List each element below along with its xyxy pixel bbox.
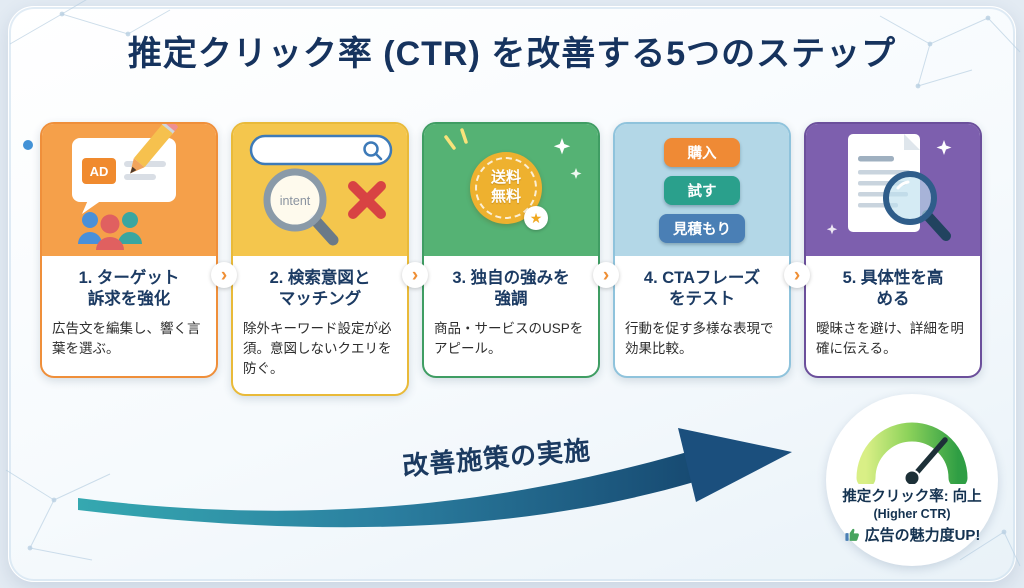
step-card-2: intent 2. 検索意図と マッチング 除外キーワード設定が必須。意図しない… <box>231 122 409 396</box>
sparkles-decoration <box>826 140 952 235</box>
audience-people-icon <box>78 212 142 250</box>
result-line-3: 広告の魅力度UP! <box>844 524 981 545</box>
star-glyph: ★ <box>529 209 543 226</box>
step-5-illustration <box>806 124 980 256</box>
result-line-2: (Higher CTR) <box>873 507 951 521</box>
step-card-4: 購入 試す 見積もり 4. CTAフレーズ をテスト 行動を促す多様な表現で効果… <box>613 122 791 378</box>
step-1-illustration: AD <box>42 124 216 256</box>
step-card-1: AD <box>40 122 218 378</box>
result-line-1: 推定クリック率: 向上 <box>842 489 982 505</box>
star-icon: ★ <box>524 206 548 230</box>
cta-quote-button: 見積もり <box>659 213 745 243</box>
step-3-heading: 3. 独自の強みを 強調 <box>452 269 570 309</box>
step-1-text: 1. ターゲット 訴求を強化 広告文を編集し、響く言葉を選ぶ。 <box>42 256 216 376</box>
step-4-illustration: 購入 試す 見積もり <box>615 124 789 256</box>
thumbs-up-icon <box>844 528 859 541</box>
step-2-heading: 2. 検索意図と マッチング <box>269 269 371 309</box>
step-4-text: 4. CTAフレーズ をテスト 行動を促す多様な表現で効果比較。 <box>615 256 789 376</box>
step-card-5: 5. 具体性を高 める 曖昧さを避け、詳細を明確に伝える。 <box>804 122 982 378</box>
improvement-arrow <box>78 428 792 528</box>
result-line-3-text: 広告の魅力度UP! <box>864 527 981 544</box>
steps-row: AD <box>40 122 984 396</box>
chevron-right-icon: › <box>211 262 237 288</box>
step-1-body: 広告文を編集し、響く言葉を選ぶ。 <box>52 320 201 357</box>
chevron-right-icon: › <box>402 262 428 288</box>
step-3-body: 商品・サービスのUSPをアピール。 <box>434 320 584 357</box>
step-4-heading: 4. CTAフレーズ をテスト <box>643 269 761 309</box>
step-5-heading: 5. 具体性を高 める <box>842 269 944 309</box>
magnifier-icon <box>883 171 951 241</box>
badge-label: 送料無料 <box>490 169 521 205</box>
step-2-body: 除外キーワード設定が必須。意図しないクエリを防ぐ。 <box>243 320 392 377</box>
chevron-right-icon: › <box>593 262 619 288</box>
chevron-right-icon: › <box>784 262 810 288</box>
step-1-heading: 1. ターゲット 訴求を強化 <box>78 269 180 309</box>
cta-button-stack: 購入 試す 見積もり <box>615 124 789 256</box>
step-card-3: 送料無料 ★ 3. 独自の強みを 強調 商品・サービスのUSPをアピ <box>422 122 600 378</box>
cta-buy-button: 購入 <box>664 137 740 167</box>
step-2-illustration: intent <box>233 124 407 256</box>
step-2-text: 2. 検索意図と マッチング 除外キーワード設定が必須。意図しないクエリを防ぐ。 <box>233 256 407 394</box>
pencil-icon <box>130 124 178 174</box>
search-bar-icon <box>249 134 393 166</box>
cta-try-button: 試す <box>664 175 740 205</box>
browser-window-icon: AD <box>72 138 176 214</box>
step-5-body: 曖昧さを避け、詳細を明確に伝える。 <box>816 320 964 357</box>
ctr-gauge-icon <box>856 422 968 484</box>
page-title: 推定クリック率 (CTR) を改善する5つのステップ <box>127 35 897 73</box>
ad-label: AD <box>90 164 109 179</box>
magnifier-icon: intent <box>263 168 339 246</box>
badge-ring: 送料無料 <box>475 157 537 219</box>
step-3-illustration: 送料無料 ★ <box>424 124 598 256</box>
result-panel: 推定クリック率: 向上 (Higher CTR) 広告の魅力度UP! <box>826 394 998 566</box>
red-x-icon <box>348 181 386 219</box>
step-4-body: 行動を促す多様な表現で効果比較。 <box>625 320 774 357</box>
intent-label: intent <box>280 194 311 208</box>
step-5-text: 5. 具体性を高 める 曖昧さを避け、詳細を明確に伝える。 <box>806 256 980 376</box>
step-3-text: 3. 独自の強みを 強調 商品・サービスのUSPをアピール。 <box>424 256 598 376</box>
